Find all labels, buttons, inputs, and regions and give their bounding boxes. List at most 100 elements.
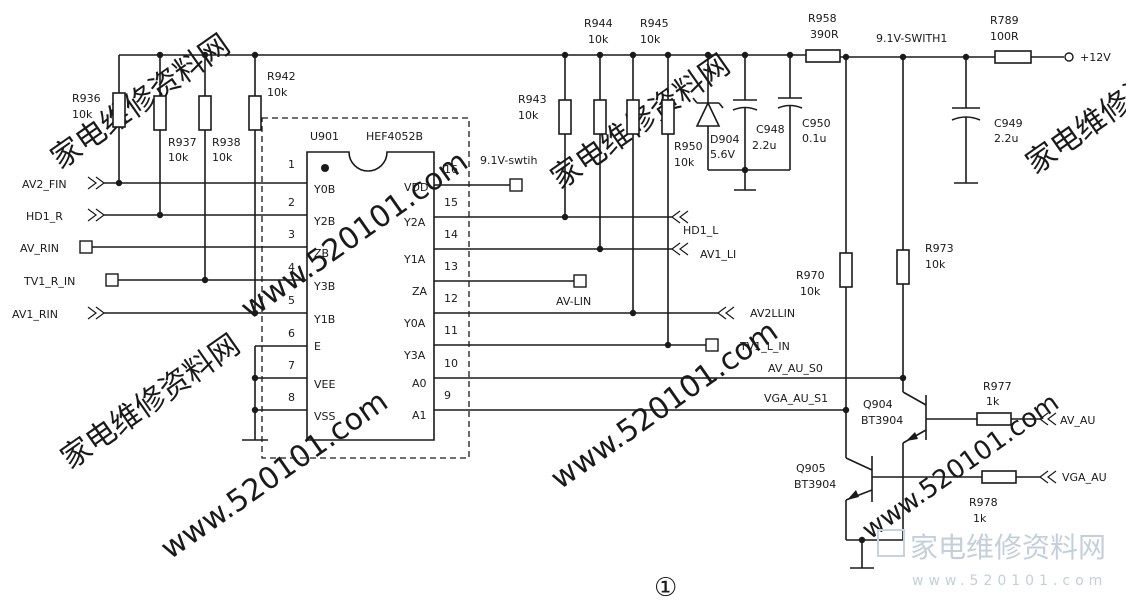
- input-av-rin: AV_RIN: [20, 240, 262, 255]
- resistor-r942: R942 10k: [248, 55, 296, 313]
- pin-name: ZB: [314, 247, 329, 260]
- net-label: HD1_R: [26, 210, 63, 223]
- pin-name: Y1B: [313, 313, 335, 326]
- pin-name: Y2A: [403, 216, 426, 229]
- ref-label: D904: [710, 133, 739, 146]
- value-label: 10k: [925, 258, 946, 271]
- logo-text: 家电维修资料网: [910, 531, 1106, 564]
- resistor-r936: R936 10k: [72, 55, 126, 183]
- transistor-q905: Q905 BT3904: [794, 410, 982, 540]
- ref-label: R973: [925, 242, 954, 255]
- watermark-text: www.520101.com: [235, 144, 475, 327]
- resistor-r789: R789 100R: [990, 14, 1032, 64]
- resistor-r943: R943 10k: [518, 55, 572, 221]
- pin-name: VSS: [314, 410, 336, 423]
- net-label-rail: 9.1V-SWITH1: [876, 32, 947, 45]
- value-label: 10k: [168, 151, 189, 164]
- pin-name: VEE: [314, 378, 335, 391]
- value-label: 100R: [990, 30, 1019, 43]
- ic-left-pins: 1 2 3 4 5 6 7 8 Y0B Y2B ZB Y3B Y1B E VEE…: [255, 158, 336, 423]
- resistor-r970: R970 10k: [796, 57, 853, 414]
- resistor-r950: R950 10k: [661, 55, 703, 349]
- pin-name: VDD: [404, 181, 428, 194]
- net-label: TV1_R_IN: [23, 275, 75, 288]
- ic-part: HEF4052B: [366, 130, 423, 143]
- vdd-connection: 9.1V-swtih: [480, 154, 537, 192]
- net-label-supply: +12V: [1080, 51, 1111, 64]
- ref-label: C948: [756, 123, 785, 136]
- net-label: AV2_FIN: [22, 178, 67, 191]
- pin-number: 7: [288, 359, 295, 372]
- net-label-vga-au: VGA_AU: [1062, 471, 1107, 484]
- ref-label: C949: [994, 117, 1023, 130]
- ref-label: R943: [518, 93, 547, 106]
- net-label: HD1_L: [683, 224, 719, 237]
- net-label-av-au-s0: AV_AU_S0: [768, 362, 823, 375]
- value-label: 1k: [986, 395, 1000, 408]
- value-label: 10k: [518, 109, 539, 122]
- capacitor-c949: C949 2.2u: [951, 57, 1023, 184]
- capacitor-c948: C948 2.2u: [732, 55, 785, 170]
- pin-name: Y2B: [313, 215, 335, 228]
- net-label: AV_RIN: [20, 242, 59, 255]
- output-av-lin: AV-LIN: [556, 274, 591, 308]
- pin-number: 16: [444, 163, 458, 176]
- pin-name: Y3A: [403, 349, 426, 362]
- pin-name: ZA: [412, 285, 428, 298]
- pin-name: Y3B: [313, 280, 335, 293]
- net-label: AV2LLIN: [750, 307, 795, 320]
- value-label: 5.6V: [710, 148, 735, 161]
- resistor-r958: R958 390R: [805, 12, 841, 63]
- net-label-vga-au-s1: VGA_AU_S1: [764, 392, 828, 405]
- watermark-logo: 家电维修资料网 www.520101.com: [877, 529, 1106, 589]
- input-hd1-r: HD1_R: [26, 208, 262, 223]
- ref-label: R945: [640, 17, 669, 30]
- ic-right-pins: 16 15 14 13 12 11 10 9 VDD Y2A Y1A ZA Y0…: [403, 163, 903, 422]
- ref-label: Q904: [863, 398, 893, 411]
- value-label: 390R: [810, 28, 839, 41]
- transistor-q904: Q904 BT3904: [861, 378, 977, 480]
- resistor-r937: R937 10k: [153, 55, 197, 215]
- top-rail: +12V 9.1V-SWITH1: [119, 32, 1111, 64]
- zener-d904: D904 5.6V: [692, 55, 739, 170]
- watermark-text: 家电维修资料网: [55, 327, 247, 476]
- pin-number: 9: [444, 389, 451, 402]
- pin-number: 2: [288, 196, 295, 209]
- ground-decoupling: [708, 166, 790, 191]
- pin-name: Y0B: [313, 183, 335, 196]
- part-label: BT3904: [861, 414, 903, 427]
- value-label: 2.2u: [994, 132, 1018, 145]
- input-av2llin: AV2LLIN: [717, 306, 795, 320]
- pin-number: 11: [444, 324, 458, 337]
- pin-name: Y0A: [403, 317, 426, 330]
- input-av2-fin: AV2_FIN: [22, 176, 262, 191]
- pin-name: A1: [412, 409, 427, 422]
- ref-label: R789: [990, 14, 1019, 27]
- net-label: AV1_LI: [700, 248, 736, 261]
- ref-label: R936: [72, 92, 101, 105]
- pin-number: 6: [288, 327, 295, 340]
- pin-name: A0: [412, 377, 427, 390]
- pin-number: 14: [444, 228, 458, 241]
- value-label: 0.1u: [802, 132, 826, 145]
- ref-label: R958: [808, 12, 837, 25]
- resistor-r938: R938 10k: [198, 55, 241, 280]
- input-av1-rin: AV1_RIN: [12, 306, 262, 321]
- ic-u901: U901 HEF4052B: [261, 117, 470, 459]
- resistor-r978: R978 1k VGA_AU: [969, 470, 1107, 525]
- resistor-r973: R973 10k: [896, 57, 954, 382]
- watermark-text: www.520101.com: [155, 384, 395, 567]
- input-tv1-r-in: TV1_R_IN: [23, 273, 262, 288]
- value-label: 10k: [212, 151, 233, 164]
- value-label: 10k: [72, 108, 93, 121]
- ref-label: R977: [983, 380, 1012, 393]
- ic-ref: U901: [310, 130, 339, 143]
- value-label: 10k: [674, 156, 695, 169]
- rail-junctions: [156, 51, 970, 61]
- value-label: 1k: [973, 512, 987, 525]
- pin-number: 10: [444, 357, 458, 370]
- watermark-text: www.520101.com: [857, 388, 1065, 546]
- pin-number: 15: [444, 196, 458, 209]
- ref-label: R950: [674, 140, 703, 153]
- net-label-vdd: 9.1V-swtih: [480, 154, 537, 167]
